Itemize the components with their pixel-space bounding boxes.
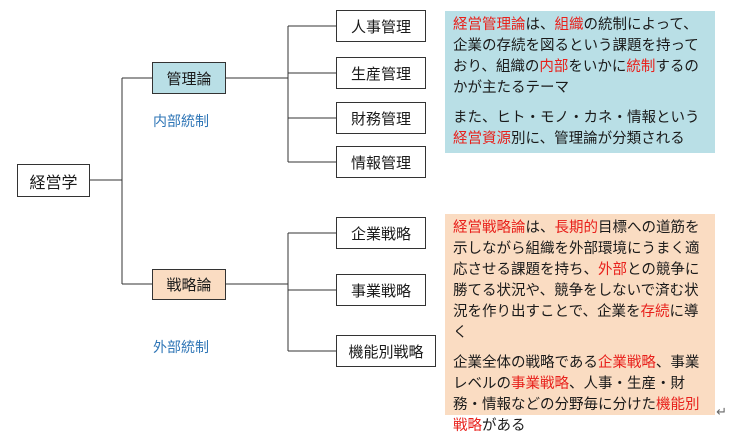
description-text: をいかに	[568, 59, 627, 75]
description-text: は、	[525, 220, 555, 236]
root-node: 経営学	[17, 164, 90, 197]
description-text: 、人事・生産・財務・情報などの分野毎に分けた	[453, 376, 685, 413]
leaf-information-management: 情報管理	[336, 146, 426, 178]
strategy-description-panel: 経営戦略論は、長期的目標への道筋を示しながら組織を外部環境にうまく適応させる課題…	[445, 214, 715, 434]
highlighted-term: 組織	[554, 17, 584, 33]
description-text: に導く	[453, 304, 699, 341]
highlighted-term: 機能別戦略	[453, 397, 700, 434]
leaf-corporate-strategy: 企業戦略	[336, 217, 426, 249]
highlighted-term: 長期的	[554, 220, 599, 236]
management-description-p1: 経営管理論は、組織の統制によって、企業の存続を図るという課題を持っており、組織の…	[453, 15, 707, 99]
description-text: は、	[525, 17, 555, 33]
paragraph-return-mark: ↵	[716, 405, 727, 420]
description-text: の統制によって、企業の存続を図るという課題を持っており、組織の	[453, 17, 699, 75]
internal-control-label: 内部統制	[153, 114, 209, 130]
highlighted-term: 統制	[626, 59, 656, 75]
description-text: また、ヒト・モノ・カネ・情報という	[453, 110, 700, 126]
strategy-description-p2: 企業全体の戦略である企業戦略、事業レベルの事業戦略、人事・生産・財務・情報などの…	[453, 353, 707, 437]
description-text: 別に、管理論が分類される	[511, 131, 685, 147]
description-text: との競争に勝てる状況や、競争をしないで済む状況を作り出すことで、企業を	[453, 262, 700, 320]
description-text: 、事業レベルの	[453, 355, 700, 392]
leaf-business-strategy: 事業戦略	[336, 274, 426, 306]
strategy-theory-node: 戦略論	[152, 269, 226, 300]
description-text: 企業全体の戦略である	[453, 355, 598, 371]
leaf-functional-strategy: 機能別戦略	[336, 335, 436, 367]
leaf-production-management: 生産管理	[336, 57, 426, 89]
external-control-label: 外部統制	[153, 340, 209, 356]
management-description-p2: また、ヒト・モノ・カネ・情報という経営資源別に、管理論が分類される	[453, 108, 707, 150]
highlighted-term: 事業戦略	[511, 376, 569, 392]
strategy-description-p1: 経営戦略論は、長期的目標への道筋を示しながら組織を外部環境にうまく適応させる課題…	[453, 218, 707, 344]
management-theory-node: 管理論	[152, 62, 226, 94]
leaf-hr-management: 人事管理	[336, 10, 426, 42]
description-text: するのかが主たるテーマ	[453, 59, 699, 96]
description-text: 目標への道筋を示しながら組織を外部環境にうまく適応させる課題を持ち、	[453, 220, 700, 278]
highlighted-term: 存続	[640, 304, 670, 320]
highlighted-term: 経営管理論	[453, 17, 526, 33]
leaf-finance-management: 財務管理	[336, 102, 426, 134]
highlighted-term: 企業戦略	[597, 355, 656, 371]
management-description-panel: 経営管理論は、組織の統制によって、企業の存続を図るという課題を持っており、組織の…	[445, 11, 715, 153]
highlighted-term: 経営戦略論	[453, 220, 526, 236]
description-text: がある	[482, 418, 526, 434]
highlighted-term: 外部	[598, 262, 627, 278]
highlighted-term: 経営資源	[453, 131, 511, 147]
highlighted-term: 内部	[539, 59, 569, 75]
